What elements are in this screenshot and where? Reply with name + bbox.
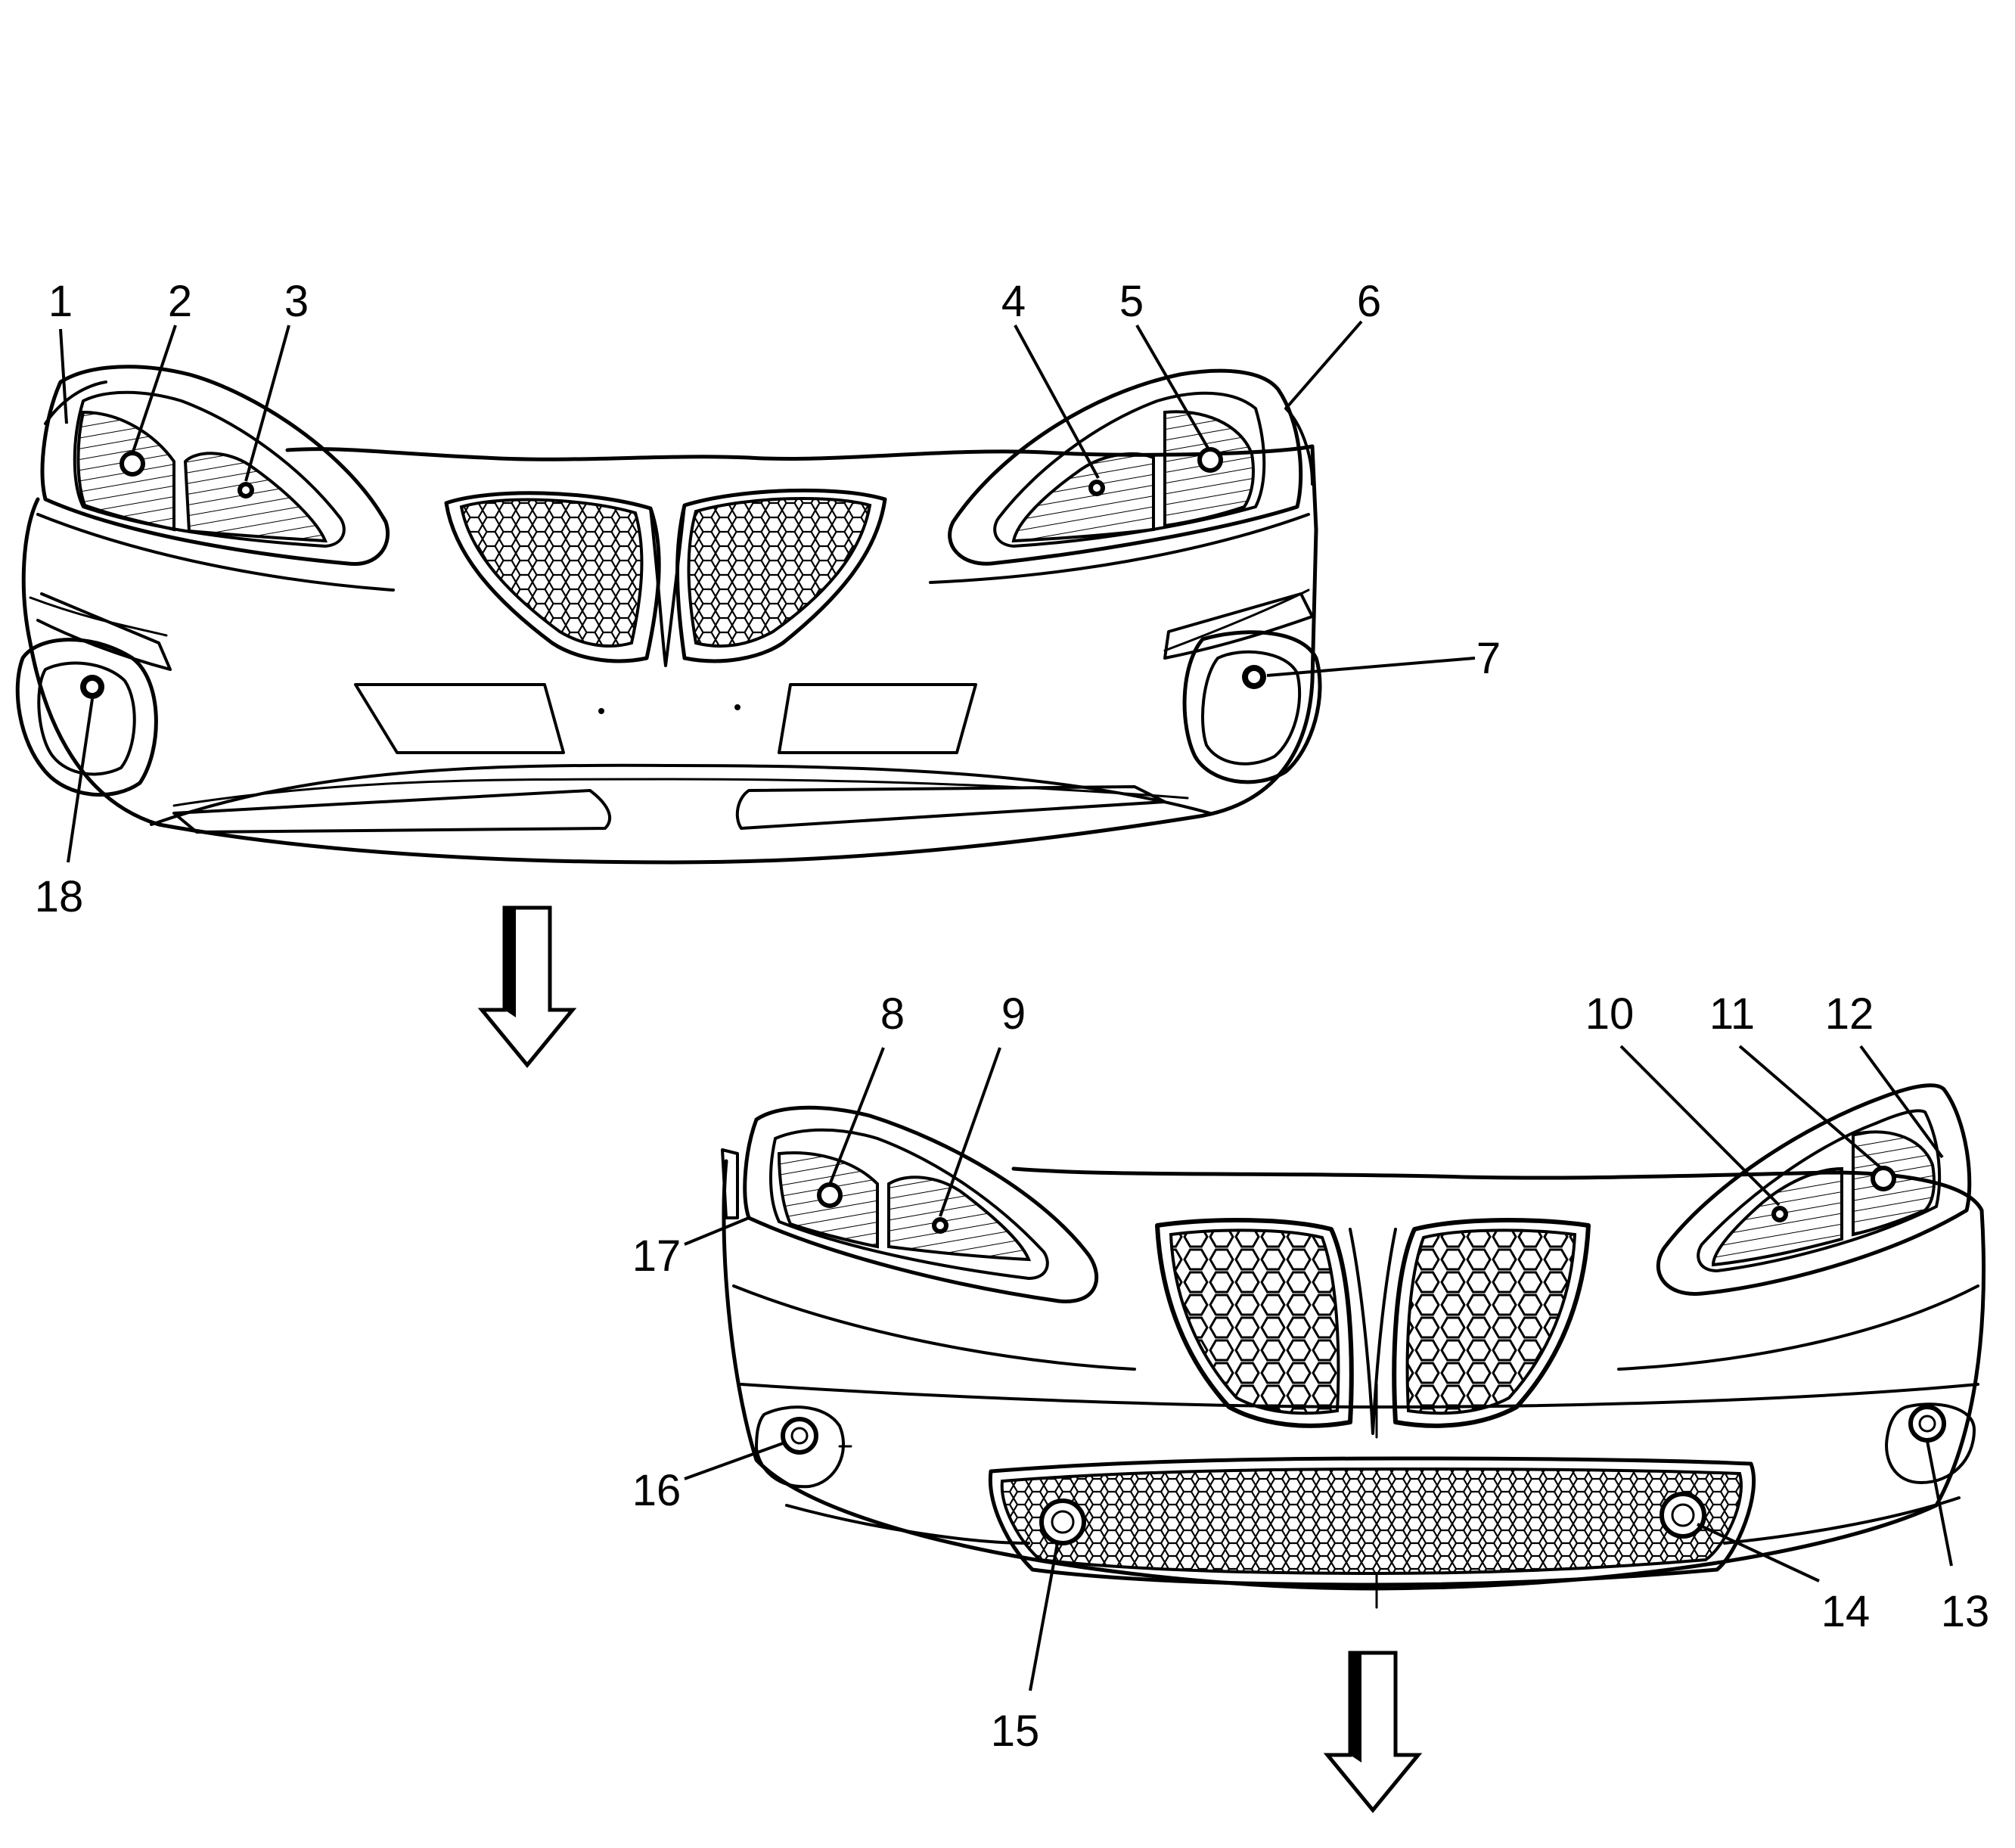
down-arrow-lower: [1323, 1651, 1423, 1813]
lower-bumper-outline: [722, 1159, 1986, 1591]
upper-fascia: [15, 365, 1322, 865]
callout-4: 4: [1001, 277, 1026, 326]
upper-plate-left: [354, 683, 565, 754]
callout-7: 7: [1476, 634, 1501, 683]
callout-12: 12: [1825, 989, 1874, 1039]
lower-fascia: [721, 1083, 1986, 1609]
upper-grille: [444, 488, 887, 667]
callout-13: 13: [1941, 1587, 1990, 1636]
upper-foglamp-left: [15, 638, 158, 797]
callout-15: 15: [991, 1707, 1040, 1756]
callout-11: 11: [1709, 989, 1755, 1039]
upper-foglamp-right: [1182, 630, 1322, 784]
callout-17: 17: [632, 1231, 681, 1281]
callout-16: 16: [632, 1466, 681, 1515]
callout-3: 3: [284, 277, 309, 326]
callout-6: 6: [1357, 277, 1381, 326]
callout-9: 9: [1001, 989, 1026, 1039]
upper-plate-right: [778, 683, 977, 754]
upper-headlamp-right: [948, 368, 1314, 566]
upper-lower-slot-left: [172, 789, 611, 834]
callout-8: 8: [880, 989, 905, 1039]
down-arrow-upper: [477, 905, 577, 1068]
lower-headlamp-left: [721, 1105, 1099, 1303]
leader-lines: [59, 320, 1953, 1691]
callout-18: 18: [35, 872, 84, 921]
lower-headlamp-right: [1656, 1083, 1972, 1296]
lower-foglamp-left: [755, 1405, 852, 1489]
lower-lower-grille: [988, 1456, 1756, 1587]
upper-bumper-outline: [21, 444, 1318, 865]
callout-14: 14: [1821, 1587, 1871, 1636]
callout-5: 5: [1119, 277, 1144, 326]
callout-1: 1: [48, 277, 73, 326]
callout-2: 2: [168, 277, 192, 326]
upper-lower-slot-right: [735, 785, 1166, 830]
callout-10: 10: [1585, 989, 1635, 1039]
lower-grille: [1155, 1218, 1591, 1435]
callout-labels: 1 2 3 4 5 6 7 8 9 10 11 12 13 14 15 16 1…: [35, 277, 1990, 1756]
